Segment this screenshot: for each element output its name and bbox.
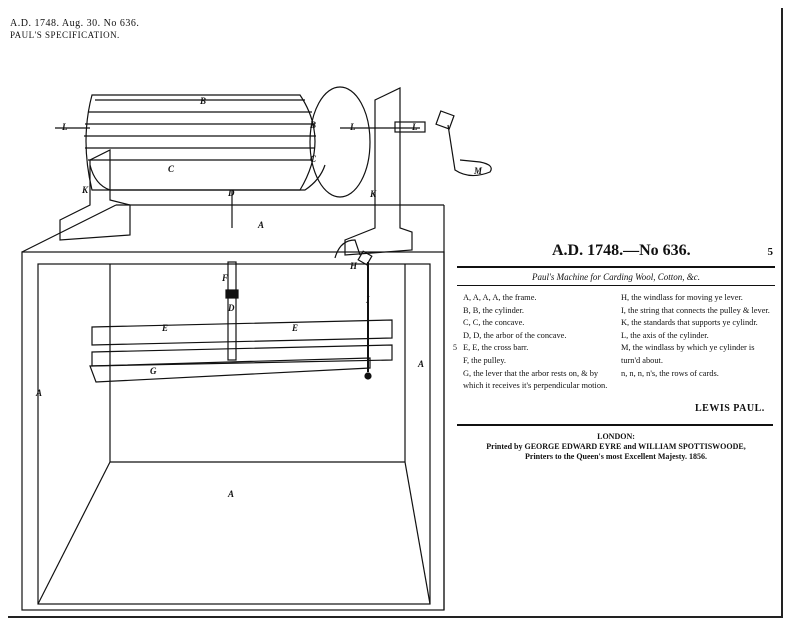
label-arbor-d2: D (227, 303, 235, 313)
legend-item: A, A, A, A, the frame. (463, 293, 537, 302)
windlass-m-hub (435, 110, 455, 130)
legend-left-column: A, A, A, A, the frame. B, B, the cylinde… (463, 292, 613, 393)
label-pulley-f: F (221, 273, 228, 283)
legend-item: I, the string that connects the pulley &… (621, 305, 770, 315)
frame-box-inner (37, 263, 431, 605)
specification-plate: A.D. 1748.—No 636. 5 Paul's Machine for … (453, 240, 775, 461)
signature: LEWIS PAUL. (695, 403, 765, 414)
cross-barr-lower (91, 344, 393, 367)
imprint-majesty: Printers to the Queen's most Excellent M… (525, 452, 707, 461)
label-string-i: I (365, 295, 370, 305)
imprint-printers: Printed by GEORGE EDWARD EYRE and WILLIA… (486, 442, 746, 451)
label-lever-g: G (150, 366, 157, 376)
label-cylinder-b2: B (309, 120, 316, 130)
frame-top-left-edge (21, 204, 117, 253)
axis-bearing (394, 121, 426, 133)
cylinder-end-disc (309, 86, 371, 198)
page-number: 5 (767, 246, 774, 258)
legend-item: n, n, n, n's, the rows of cards. (621, 368, 719, 378)
imprint: LONDON: Printed by GEORGE EDWARD EYRE an… (457, 432, 775, 462)
standard-left (59, 149, 131, 241)
label-frame-a: A (257, 220, 264, 230)
cross-barr-upper (91, 319, 393, 346)
subtitle-rule (457, 285, 775, 286)
concave (89, 164, 326, 191)
line-number: 5 (453, 343, 457, 352)
windlass-m-handle (447, 124, 492, 177)
lever-g (89, 357, 371, 383)
figure-labels: B B C C L L L K K D D A A A A F E E G H … (35, 96, 483, 499)
label-cylinder-b: B (199, 96, 206, 106)
legend-item: E, E, the cross barr. (463, 343, 529, 353)
specification-header: A.D. 1748. Aug. 30. No 636. (10, 18, 140, 29)
specification-subheader: PAUL'S SPECIFICATION. (10, 30, 120, 40)
legend-item: C, C, the concave. (463, 318, 525, 328)
legend-item: G, the lever that the arbor rests on, & … (463, 368, 608, 391)
windlass-h-hub (357, 250, 373, 266)
label-axis-l: L (61, 122, 68, 132)
label-standard-k2: K (369, 189, 377, 199)
legend-item: D, D, the arbor of the concave. (463, 330, 567, 340)
legend-right-column: H, the windlass for moving ye lever. I, … (621, 292, 773, 380)
label-windlass-h: H (349, 261, 358, 271)
arbor-collar (225, 289, 239, 299)
legend-item: B, B, the cylinder. (463, 305, 524, 315)
legend-item: H, the windlass for moving ye lever. (621, 293, 743, 302)
label-cross-barr-e: E (161, 323, 168, 333)
label-axis-l2: L (349, 122, 356, 132)
legend-item: L, the axis of the cylinder. (621, 330, 709, 340)
label-windlass-m: M (473, 166, 483, 176)
plate-subtitle: Paul's Machine for Carding Wool, Cotton,… (531, 272, 700, 282)
label-cross-barr-e2: E (291, 323, 298, 333)
legend-item: F, the pulley. (463, 355, 506, 365)
standard-right (344, 87, 413, 256)
interior-floor-right (404, 461, 431, 605)
plate-title: A.D. 1748.—No 636. (552, 242, 691, 259)
title-rule (457, 266, 775, 268)
legend-item: K, the standards that supports ye cylind… (621, 318, 758, 328)
label-concave-c2: C (310, 154, 317, 164)
label-concave-c: C (168, 164, 175, 174)
imprint-rule (457, 424, 773, 426)
cylinder-body (85, 94, 316, 191)
page-border (8, 8, 783, 618)
imprint-city: LONDON: (597, 432, 635, 441)
label-frame-a4: A (227, 489, 234, 499)
arbor-rod (227, 261, 237, 361)
label-arbor-d: D (227, 188, 235, 198)
label-frame-a2: A (35, 388, 42, 398)
label-axis-l3: L (411, 122, 418, 132)
windlass-h-handle (334, 239, 361, 259)
label-frame-a3: A (417, 359, 424, 369)
label-standard-k: K (81, 185, 89, 195)
legend-item: M, the windlass by which ye cylinder is … (621, 343, 755, 365)
interior-floor-left (37, 461, 111, 605)
string-weight (364, 372, 372, 380)
